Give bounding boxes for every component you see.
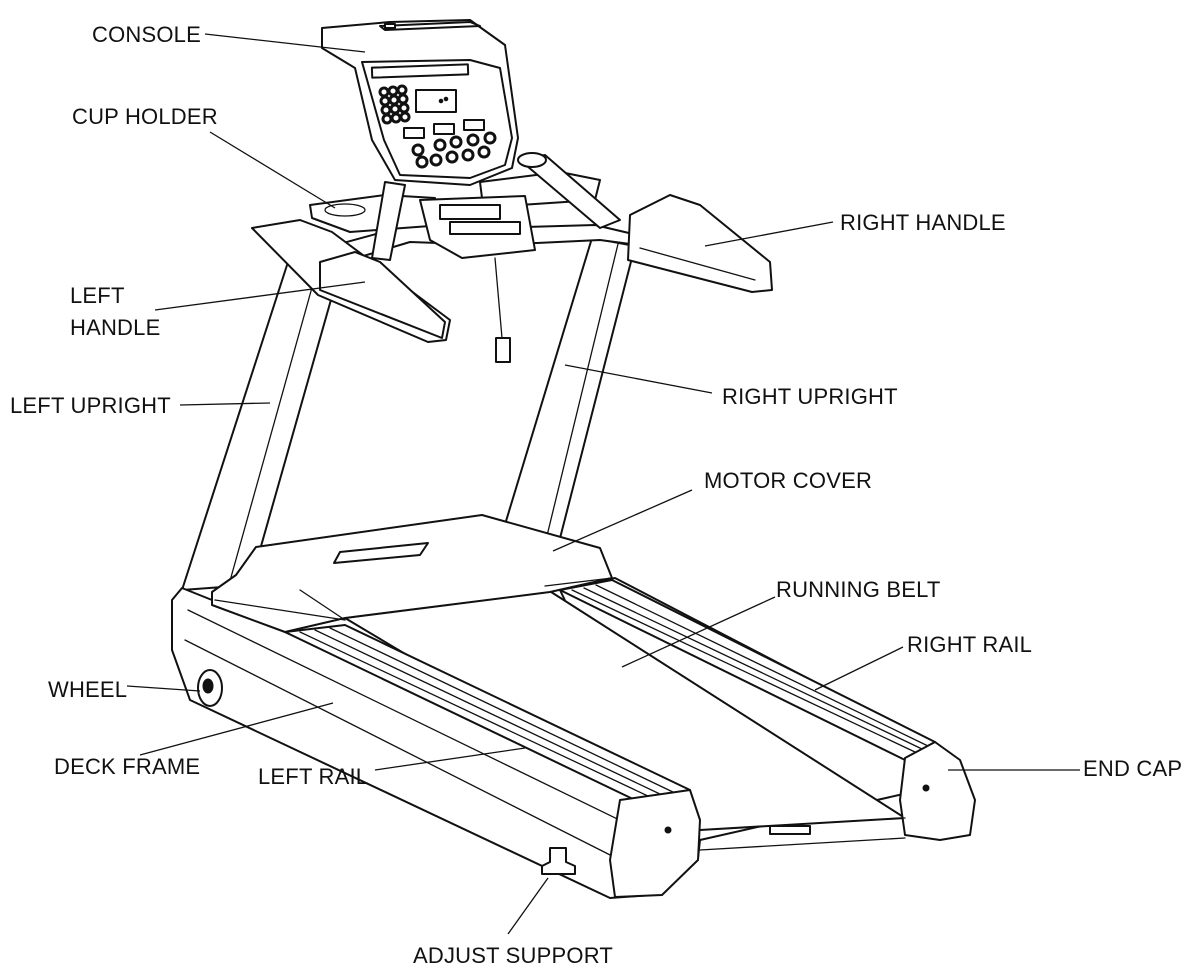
label-deck-frame: DECK FRAME	[54, 754, 200, 779]
cup-holder-leader	[209, 131, 336, 209]
label-motor-cover: MOTOR COVER	[704, 468, 872, 493]
left-end-cap-shape	[609, 789, 701, 898]
deck-frame-leader	[139, 702, 334, 756]
label-right-rail: RIGHT RAIL	[907, 632, 1032, 657]
label-left-handle-line1: LEFT	[70, 283, 125, 308]
label-left-rail: LEFT RAIL	[258, 764, 368, 789]
label-console: CONSOLE	[92, 22, 201, 47]
adjust-support-shape	[541, 847, 576, 875]
right-handle-leader	[704, 221, 834, 247]
label-left-upright: LEFT UPRIGHT	[10, 393, 171, 418]
console-leader	[204, 33, 366, 53]
right-end-cap-shape	[899, 741, 976, 841]
label-running-belt: RUNNING BELT	[776, 577, 941, 602]
wheel-leader	[126, 685, 201, 692]
console-buttons	[411, 131, 497, 169]
part-labels: CONSOLE CUP HOLDER RIGHT HANDLE LEFT HAN…	[10, 22, 1182, 968]
console-keypad	[378, 84, 411, 125]
left-upright-leader	[179, 402, 271, 406]
label-left-handle-line2: HANDLE	[70, 315, 160, 340]
running-belt-leader	[621, 596, 776, 668]
label-right-handle: RIGHT HANDLE	[840, 210, 1006, 235]
label-wheel: WHEEL	[48, 677, 127, 702]
motor-cover-leader	[552, 489, 693, 552]
right-rail-leader	[814, 646, 904, 691]
motor-cover-shape	[211, 514, 613, 633]
label-cup-holder: CUP HOLDER	[72, 104, 218, 129]
left-rail-leader	[374, 747, 526, 771]
treadmill-drawing	[171, 19, 976, 899]
adjust-support-leader	[507, 877, 549, 935]
label-end-cap: END CAP	[1083, 756, 1182, 781]
label-adjust-support: ADJUST SUPPORT	[413, 943, 613, 968]
left-handle-leader	[154, 281, 366, 311]
right-upright-leader	[564, 364, 713, 394]
leader-lines	[126, 33, 1080, 935]
right-handle-shape	[627, 194, 773, 293]
label-right-upright: RIGHT UPRIGHT	[722, 384, 898, 409]
